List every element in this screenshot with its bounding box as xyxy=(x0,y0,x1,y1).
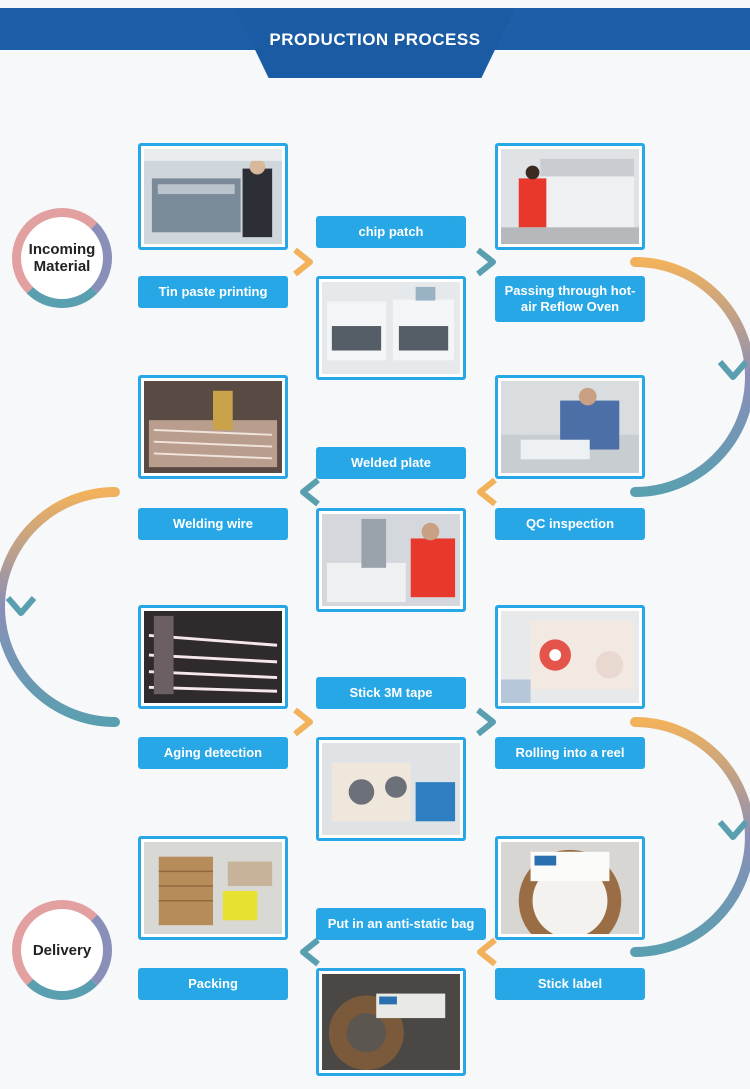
label-welding-wire: Welding wire xyxy=(138,508,288,540)
start-node: Incoming Material xyxy=(12,208,112,308)
label-rolling-reel: Rolling into a reel xyxy=(495,737,645,769)
label-aging-detection: Aging detection xyxy=(138,737,288,769)
label-reflow-oven: Passing through hot-air Reflow Oven xyxy=(495,276,645,322)
photo-stick-label xyxy=(495,836,645,940)
photo-aging-detection xyxy=(138,605,288,709)
photo-chip-patch xyxy=(316,276,466,380)
header-tab xyxy=(235,8,515,78)
label-welded-plate: Welded plate xyxy=(316,447,466,479)
photo-tin-paste-printing xyxy=(138,143,288,250)
label-stick-label: Stick label xyxy=(495,968,645,1000)
photo-stick-3m-tape xyxy=(316,737,466,841)
end-node: Delivery xyxy=(12,900,112,1000)
label-packing: Packing xyxy=(138,968,288,1000)
label-tin-paste-printing: Tin paste printing xyxy=(138,276,288,308)
label-stick-3m-tape: Stick 3M tape xyxy=(316,677,466,709)
photo-reflow-oven xyxy=(495,143,645,250)
photo-qc-inspection xyxy=(495,375,645,479)
photo-welded-plate xyxy=(316,508,466,612)
photo-welding-wire xyxy=(138,375,288,479)
photo-packing xyxy=(138,836,288,940)
label-anti-static-bag: Put in an anti-static bag xyxy=(316,908,486,940)
label-qc-inspection: QC inspection xyxy=(495,508,645,540)
photo-anti-static-bag xyxy=(316,968,466,1076)
start-label: Incoming Material xyxy=(28,241,96,275)
photo-rolling-reel xyxy=(495,605,645,709)
page-title: PRODUCTION PROCESS xyxy=(269,30,481,49)
end-label: Delivery xyxy=(32,941,92,959)
label-chip-patch: chip patch xyxy=(316,216,466,248)
